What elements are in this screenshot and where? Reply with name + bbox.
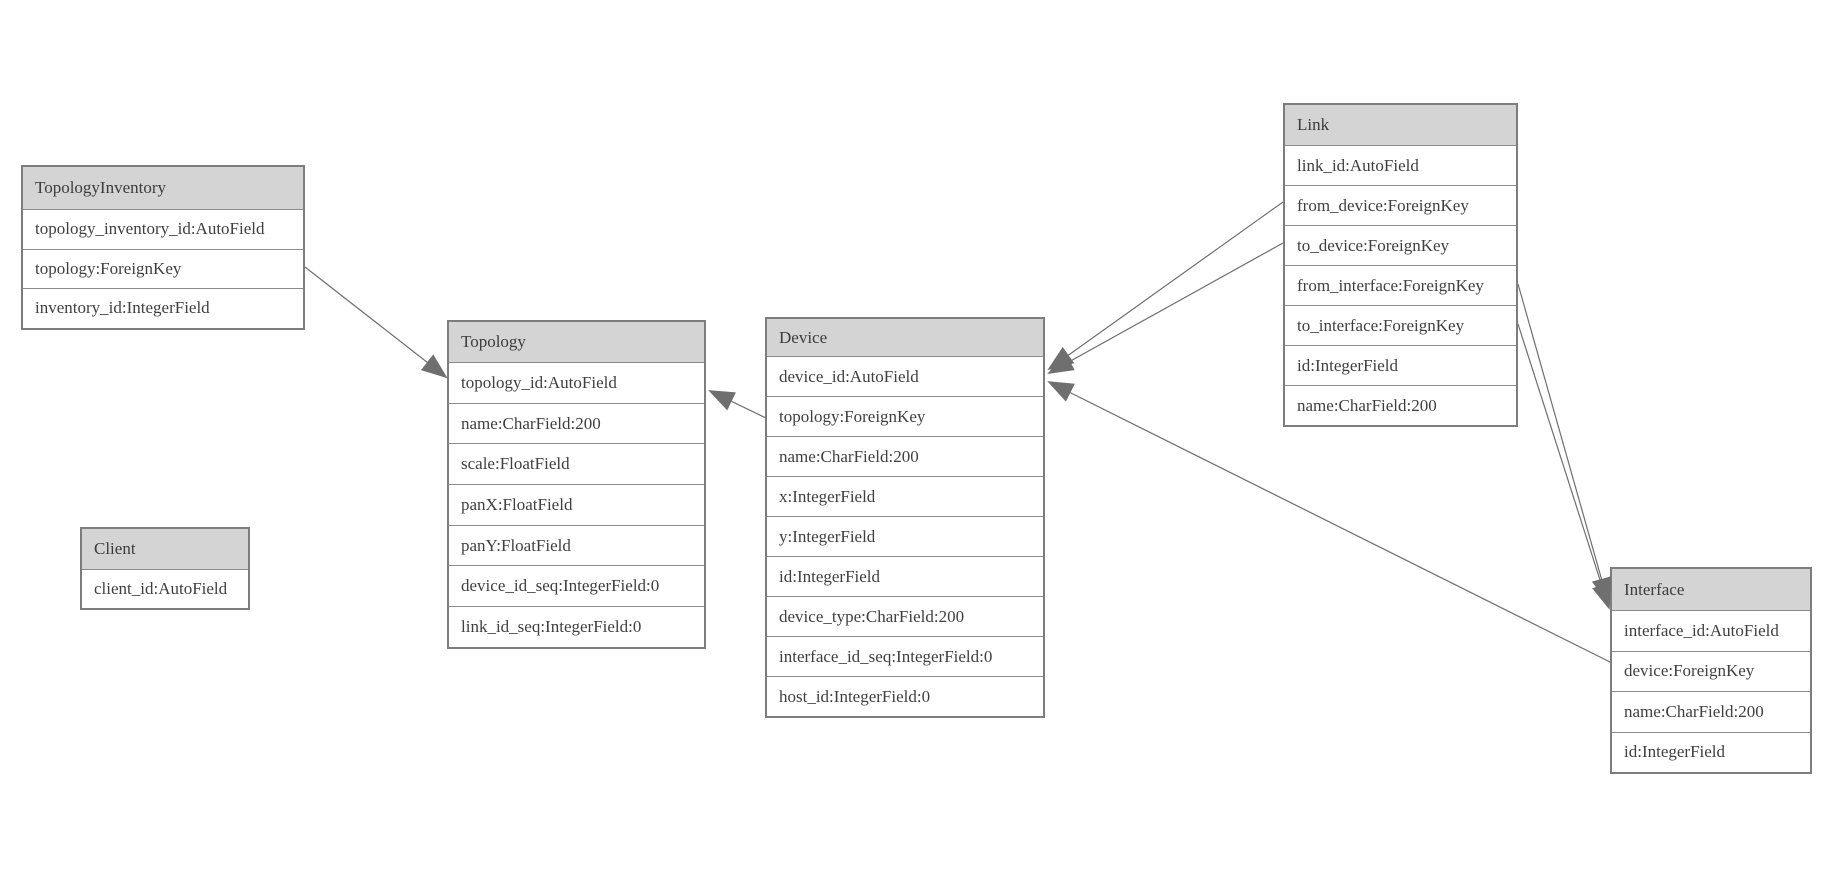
- field-row: x:IntegerField: [767, 476, 1043, 516]
- field-row: inventory_id:IntegerField: [23, 288, 303, 328]
- field-row: name:CharField:200: [1612, 691, 1810, 732]
- table-title: Topology: [449, 322, 704, 362]
- field-row: id:IntegerField: [767, 556, 1043, 596]
- edge-link-frominterface-interface: [1517, 283, 1612, 604]
- field-row: scale:FloatField: [449, 443, 704, 485]
- field-row: interface_id_seq:IntegerField:0: [767, 636, 1043, 676]
- field-row: name:CharField:200: [449, 402, 704, 444]
- field-row: device:ForeignKey: [1612, 650, 1810, 691]
- field-row: topology_id:AutoField: [449, 362, 704, 403]
- edge-link-todevice-device: [1047, 242, 1284, 374]
- field-row: id:IntegerField: [1285, 345, 1516, 385]
- table-title: Device: [767, 319, 1043, 356]
- field-row: name:CharField:200: [1285, 385, 1516, 425]
- field-row: device_type:CharField:200: [767, 596, 1043, 636]
- edge-topologyinventory-topology: [304, 266, 448, 379]
- table-title: TopologyInventory: [23, 167, 303, 209]
- field-row: from_device:ForeignKey: [1285, 185, 1516, 225]
- edge-device-topology: [708, 390, 767, 419]
- field-row: topology_inventory_id:AutoField: [23, 209, 303, 249]
- field-row: to_interface:ForeignKey: [1285, 305, 1516, 345]
- field-row: name:CharField:200: [767, 436, 1043, 476]
- field-row: panY:FloatField: [449, 524, 704, 566]
- field-row: device_id_seq:IntegerField:0: [449, 565, 704, 607]
- table-title: Interface: [1612, 569, 1810, 610]
- table-title: Client: [82, 529, 248, 569]
- edge-link-tointerface-interface: [1517, 323, 1612, 610]
- field-row: client_id:AutoField: [82, 569, 248, 608]
- entity-table-client: Client client_id:AutoField: [80, 527, 250, 610]
- field-row: topology:ForeignKey: [767, 396, 1043, 436]
- entity-table-link: Link link_id:AutoField from_device:Forei…: [1283, 103, 1518, 427]
- field-row: from_interface:ForeignKey: [1285, 265, 1516, 305]
- field-row: device_id:AutoField: [767, 356, 1043, 396]
- table-title: Link: [1285, 105, 1516, 145]
- field-row: interface_id:AutoField: [1612, 610, 1810, 651]
- field-row: id:IntegerField: [1612, 731, 1810, 772]
- field-row: y:IntegerField: [767, 516, 1043, 556]
- field-row: topology:ForeignKey: [23, 248, 303, 288]
- entity-table-interface: Interface interface_id:AutoField device:…: [1610, 567, 1812, 774]
- field-row: panX:FloatField: [449, 484, 704, 525]
- field-row: host_id:IntegerField:0: [767, 676, 1043, 716]
- field-row: link_id_seq:IntegerField:0: [449, 606, 704, 647]
- edge-link-fromdevice-device: [1047, 201, 1284, 371]
- entity-table-device: Device device_id:AutoField topology:Fore…: [765, 317, 1045, 718]
- field-row: to_device:ForeignKey: [1285, 225, 1516, 265]
- entity-table-topology: Topology topology_id:AutoField name:Char…: [447, 320, 706, 649]
- field-row: link_id:AutoField: [1285, 145, 1516, 185]
- entity-table-topology-inventory: TopologyInventory topology_inventory_id:…: [21, 165, 305, 330]
